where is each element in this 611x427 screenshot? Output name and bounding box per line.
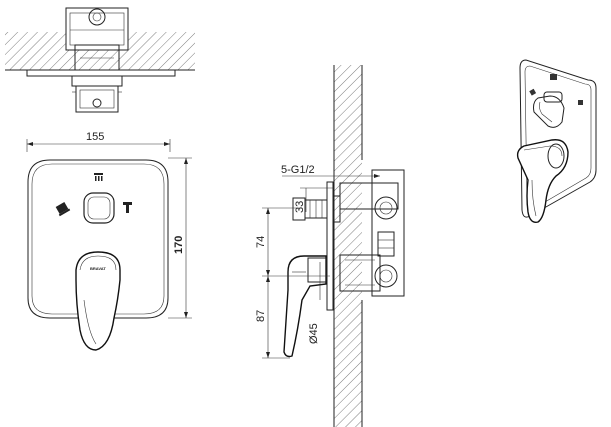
top-view xyxy=(5,7,195,113)
handle-icon-perspective xyxy=(578,100,583,105)
brand-label: BRAVAT xyxy=(90,266,106,271)
side-view: 5-G1/2 33 74 87 Ø45 xyxy=(255,65,405,427)
wall-section-side xyxy=(334,65,362,427)
dim-74-label: 74 xyxy=(255,236,267,248)
spout-icon-perspective xyxy=(550,74,557,80)
handle-icon xyxy=(123,202,132,213)
dim-33-label: 33 xyxy=(294,201,306,213)
diverter-knob xyxy=(83,192,115,224)
cover-plate-front xyxy=(27,159,169,319)
shower-icon xyxy=(55,202,71,217)
diverter-knob-perspective xyxy=(533,91,565,128)
shower-icon-perspective xyxy=(529,88,537,96)
dim-width-label: 155 xyxy=(86,131,104,143)
cover-plate-top xyxy=(26,69,176,77)
lever-handle-perspective xyxy=(516,139,569,223)
cover-plate-perspective xyxy=(519,59,597,218)
lever-handle-front xyxy=(75,251,121,351)
perspective-view xyxy=(516,59,597,223)
cover-plate-side xyxy=(326,181,334,311)
lever-handle-side xyxy=(283,255,327,358)
dim-45-label: Ø45 xyxy=(308,323,320,344)
spout-icon xyxy=(94,173,103,181)
valve-body-top xyxy=(65,7,129,51)
front-view: 155 170 BRAVAT xyxy=(26,131,192,351)
handle-top xyxy=(71,75,123,87)
dim-height-label: 170 xyxy=(173,236,185,254)
dim-thread-label: 5-G1/2 xyxy=(281,164,315,176)
valve-body-side xyxy=(339,169,405,297)
dim-87-label: 87 xyxy=(255,310,267,322)
